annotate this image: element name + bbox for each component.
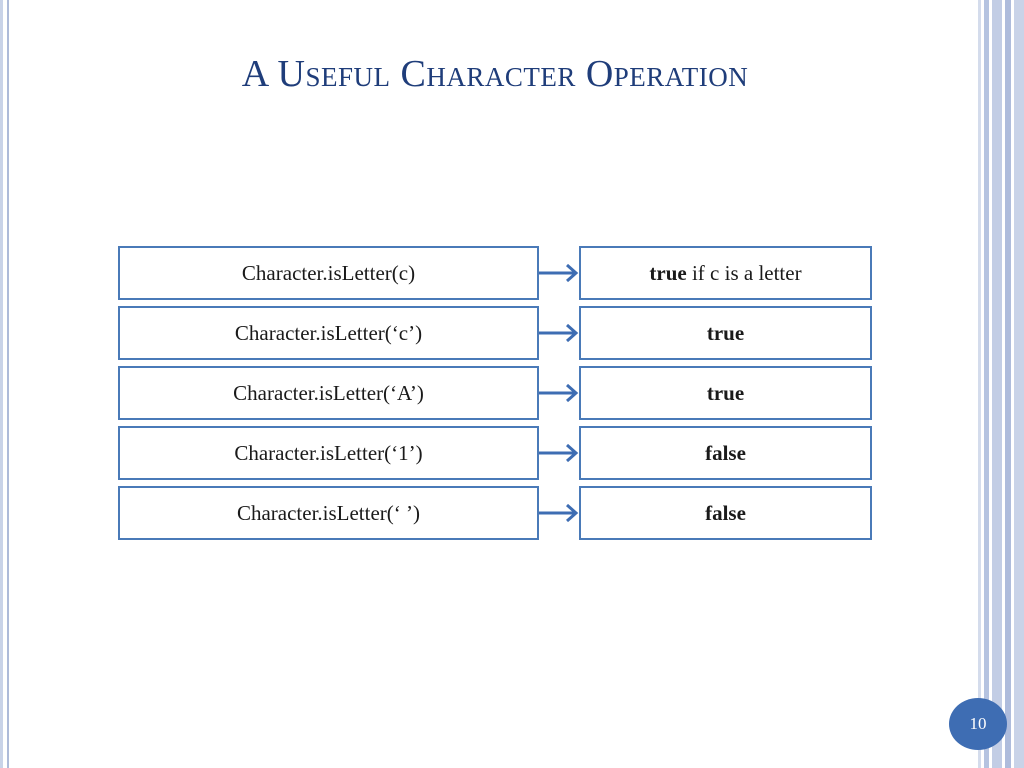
left-border-stripe [0, 0, 3, 768]
result-value: true [706, 380, 745, 405]
expression-box: Character.isLetter(‘c’) [118, 306, 539, 360]
left-border-stripe [7, 0, 9, 768]
right-arrow-icon [539, 263, 579, 283]
result-value: false [705, 440, 746, 465]
expression-row: Character.isLetter(‘1’) false [118, 426, 874, 480]
right-border-stripe [992, 0, 1002, 768]
right-border-stripe [1014, 0, 1024, 768]
expression-box: Character.isLetter(c) [118, 246, 539, 300]
page-number-badge: 10 [949, 698, 1007, 750]
right-arrow-icon [539, 383, 579, 403]
expression-row: Character.isLetter(c) true if c is a let… [118, 246, 874, 300]
expression-row: Character.isLetter(‘ ’) false [118, 486, 874, 540]
result-box: true [579, 306, 872, 360]
right-arrow-icon [539, 443, 579, 463]
slide-title: A Useful Character Operation [241, 53, 749, 95]
right-arrow-icon [539, 503, 579, 523]
result-box: true [579, 366, 872, 420]
expression-result-list: Character.isLetter(c) true if c is a let… [118, 246, 874, 546]
expression-box: Character.isLetter(‘A’) [118, 366, 539, 420]
result-box: false [579, 486, 872, 540]
expression-box: Character.isLetter(‘ ’) [118, 486, 539, 540]
right-border-stripe [978, 0, 981, 768]
expression-row: Character.isLetter(‘A’) true [118, 366, 874, 420]
result-value: false [705, 500, 746, 525]
expression-row: Character.isLetter(‘c’) true [118, 306, 874, 360]
right-arrow-icon [539, 323, 579, 343]
result-condition: if c is a letter [686, 260, 802, 285]
right-border-stripe [1005, 0, 1011, 768]
result-value: true [649, 260, 687, 285]
result-box: true if c is a letter [579, 246, 872, 300]
right-border-stripe [984, 0, 989, 768]
result-value: true [706, 320, 745, 345]
result-box: false [579, 426, 872, 480]
expression-box: Character.isLetter(‘1’) [118, 426, 539, 480]
